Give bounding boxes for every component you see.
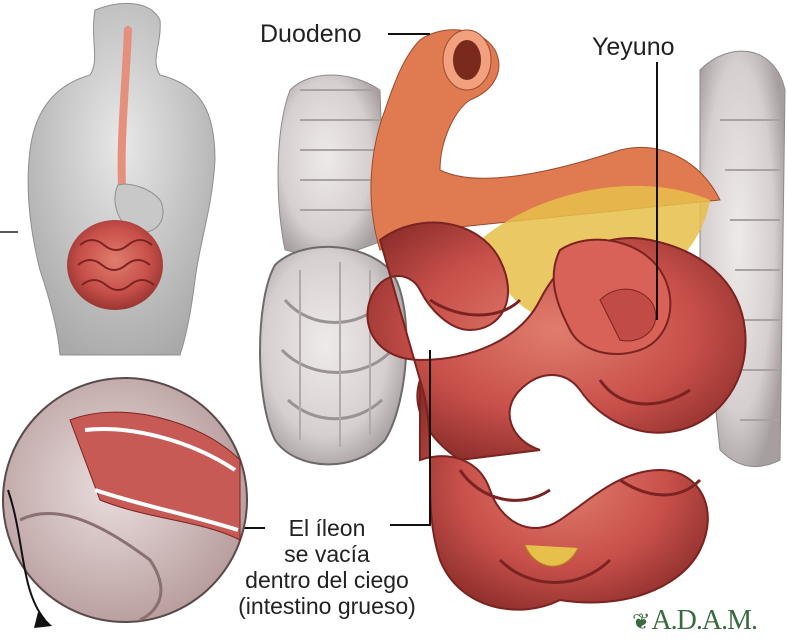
label-ileon-line-4: (intestino grueso): [202, 593, 452, 619]
logo-text: A.D.A.M.: [651, 605, 757, 636]
leaf-icon: ❦: [632, 609, 649, 634]
label-ileon: El íleon se vacía dentro del ciego (inte…: [202, 515, 452, 619]
adam-logo: ❦A.D.A.M.: [632, 605, 757, 637]
label-ileon-line-3: dentro del ciego: [202, 567, 452, 593]
label-ileon-line-2: se vacía: [202, 541, 452, 567]
label-ileon-line-1: El íleon: [202, 515, 452, 541]
label-yeyuno: Yeyuno: [592, 33, 675, 61]
label-duodeno: Duodeno: [260, 20, 361, 48]
small-intestine-thumbnail: [67, 220, 163, 310]
